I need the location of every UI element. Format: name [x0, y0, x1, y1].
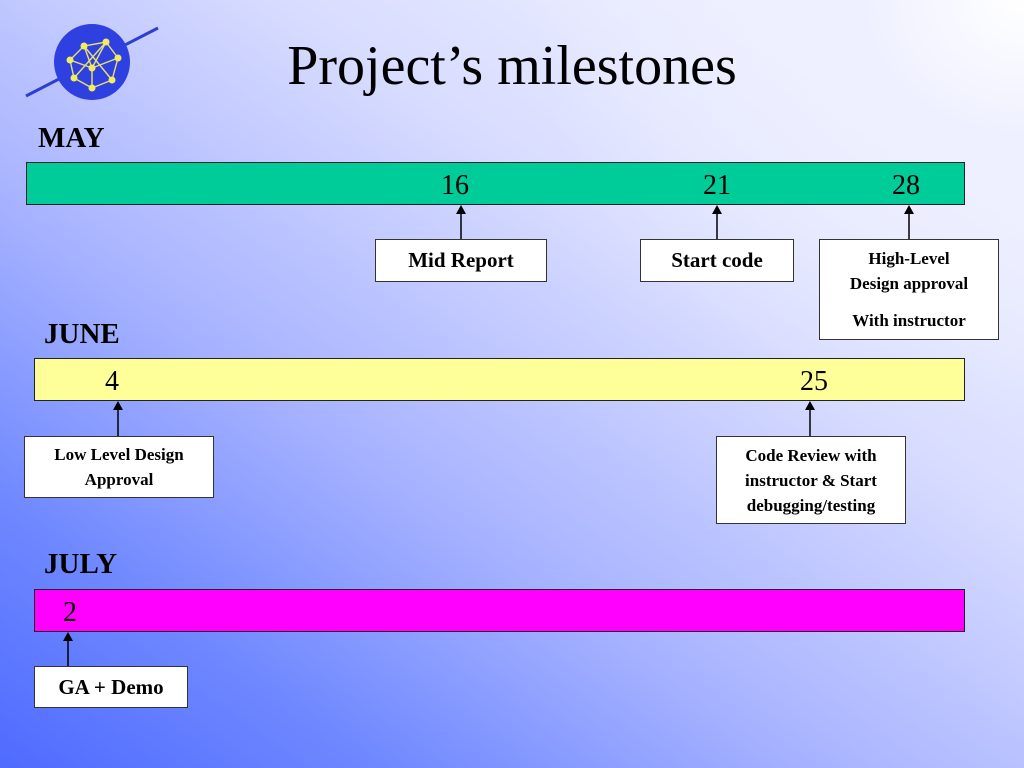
milestone-label-line: debugging/testing — [746, 495, 876, 515]
month-label-june: JUNE — [44, 318, 120, 350]
milestone-label-line: Code Review with — [745, 445, 877, 465]
milestone-label-line: GA + Demo — [58, 674, 164, 699]
timeline-bar-may — [26, 162, 965, 205]
milestone-label-line: With instructor — [852, 311, 966, 330]
month-label-july: JULY — [44, 548, 118, 580]
milestone-day: 21 — [703, 170, 731, 201]
milestone-arrow — [454, 205, 468, 239]
milestone-box-ga-demo: GA + Demo — [34, 666, 188, 708]
milestone-box-start-code: Start code — [640, 239, 794, 282]
timeline-bar-july — [34, 589, 965, 632]
month-label-may: MAY — [38, 122, 105, 154]
network-globe-icon — [22, 22, 162, 102]
milestone-label-line: Approval — [84, 470, 154, 489]
milestone-day: 4 — [105, 366, 119, 397]
milestone-arrow — [902, 205, 916, 239]
milestone-day: 25 — [800, 366, 828, 397]
milestone-arrow — [803, 401, 817, 436]
milestone-label-line: Mid Report — [408, 248, 514, 272]
milestone-label-line: Low Level Design — [54, 445, 184, 464]
milestone-box-mid-report: Mid Report — [375, 239, 547, 282]
milestone-label-line: instructor & Start — [745, 470, 877, 490]
milestone-box-low-level-design: Low Level Design Approval — [24, 436, 214, 498]
milestone-day: 28 — [892, 170, 920, 201]
page-title: Project’s milestones — [287, 35, 737, 97]
milestone-day: 16 — [441, 170, 469, 201]
milestone-day: 2 — [63, 597, 77, 628]
milestone-label-line: Start code — [671, 248, 763, 272]
milestone-label-line: High-Level — [868, 249, 950, 268]
milestone-arrow — [111, 401, 125, 436]
milestone-box-high-level-design: High-Level Design approval With instruct… — [819, 239, 999, 340]
milestone-arrow — [61, 632, 75, 666]
milestone-label-line: Design approval — [849, 274, 969, 293]
milestone-arrow — [710, 205, 724, 239]
timeline-bar-june — [34, 358, 965, 401]
milestone-box-code-review: Code Review with instructor & Start debu… — [716, 436, 906, 524]
